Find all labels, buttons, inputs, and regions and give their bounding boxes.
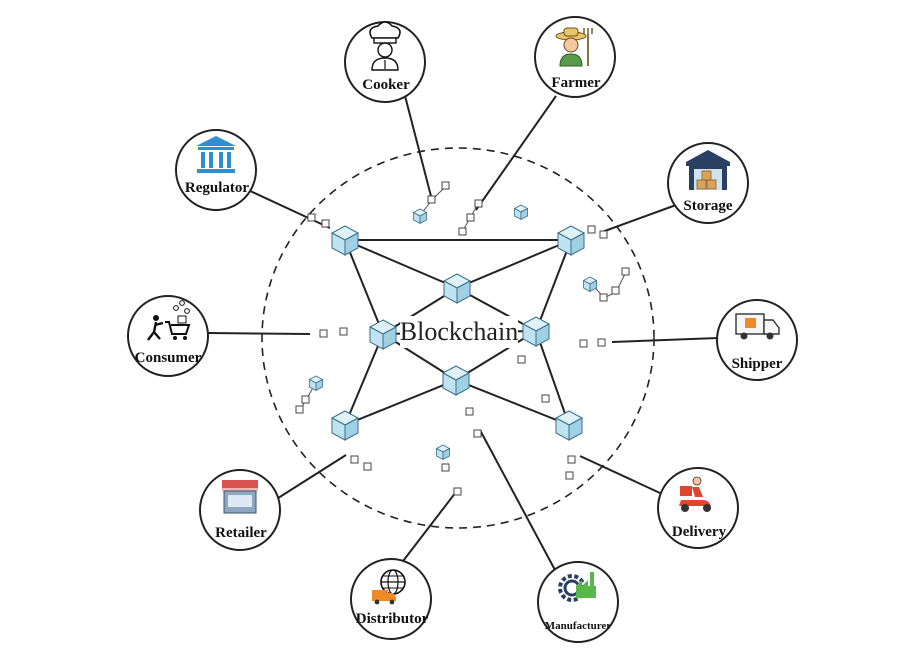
- block-cube: [522, 316, 550, 347]
- scooter-icon: [679, 476, 711, 512]
- blockchain-mesh: [344, 239, 572, 426]
- node-manufacturer[interactable]: Manufacturer: [537, 561, 619, 643]
- shopping-cart-icon: [147, 300, 191, 341]
- transaction-blocks: [295, 181, 630, 496]
- blockchain-label: Blockchain: [400, 317, 518, 346]
- node-cooker[interactable]: Cooker: [344, 21, 426, 103]
- chef-icon: [369, 21, 401, 71]
- factory-gear-icon: [558, 572, 596, 602]
- node-storage-label: Storage: [683, 198, 732, 214]
- block-cube: [369, 319, 397, 350]
- node-cooker-label: Cooker: [362, 77, 410, 93]
- node-farmer[interactable]: Farmer: [534, 16, 616, 98]
- node-distributor-label: Distributor: [356, 611, 429, 627]
- node-farmer-label: Farmer: [551, 75, 600, 91]
- warehouse-icon: [686, 150, 730, 190]
- block-cube: [331, 410, 359, 441]
- node-consumer[interactable]: Consumer: [127, 295, 209, 377]
- node-shipper[interactable]: Shipper: [716, 299, 798, 381]
- farmer-icon: [555, 27, 593, 67]
- node-retailer[interactable]: Retailer: [199, 469, 281, 551]
- network-boundary-ring: [261, 147, 655, 529]
- globe-truck-icon: [372, 569, 406, 605]
- block-cube: [443, 273, 471, 304]
- node-storage[interactable]: Storage: [667, 142, 749, 224]
- node-retailer-label: Retailer: [215, 525, 267, 541]
- block-cube: [331, 225, 359, 256]
- block-cube: [442, 365, 470, 396]
- block-cube: [557, 225, 585, 256]
- node-delivery[interactable]: Delivery: [657, 467, 739, 549]
- node-manufacturer-label: Manufacturer: [545, 620, 612, 632]
- truck-icon: [735, 313, 780, 340]
- node-shipper-label: Shipper: [732, 356, 783, 372]
- node-regulator[interactable]: Regulator: [175, 129, 257, 211]
- storefront-icon: [222, 480, 258, 514]
- node-links: [207, 91, 719, 571]
- node-distributor[interactable]: Distributor: [350, 558, 432, 640]
- block-cube: [555, 410, 583, 441]
- node-regulator-label: Regulator: [185, 180, 249, 196]
- bank-building-icon: [196, 136, 236, 173]
- node-delivery-label: Delivery: [672, 524, 727, 540]
- node-consumer-label: Consumer: [135, 350, 202, 366]
